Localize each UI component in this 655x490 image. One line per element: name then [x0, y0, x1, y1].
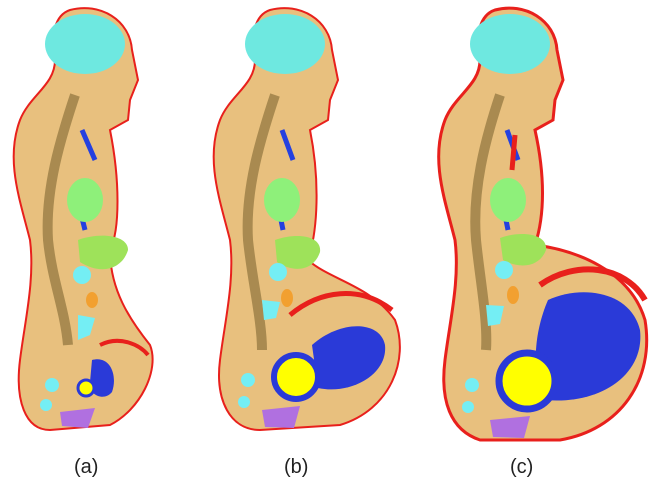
panel-c-pelvis-2 — [462, 401, 474, 413]
panel-c-brain — [470, 14, 550, 74]
panel-b-model — [214, 8, 400, 430]
panel-a-lung — [67, 178, 103, 222]
panel-a-fetal-head — [78, 380, 94, 396]
panel-b-spleen — [281, 289, 293, 307]
panel-c-lung — [490, 178, 526, 222]
panel-a-kidney — [73, 266, 91, 284]
caption-c: (c) — [510, 456, 533, 479]
caption-b: (b) — [284, 456, 308, 479]
panel-c-pelvis — [465, 378, 479, 392]
panel-c-model — [439, 8, 647, 440]
panel-b-kidney — [269, 263, 287, 281]
panel-c-artery — [512, 135, 515, 170]
panel-c-kidney — [495, 261, 513, 279]
panel-c-spleen — [507, 286, 519, 304]
panel-b-pelvis-2 — [238, 396, 250, 408]
caption-a: (a) — [74, 456, 98, 479]
panel-a-pelvis — [45, 378, 59, 392]
panel-a-brain — [45, 14, 125, 74]
panel-c-fetal-head — [499, 353, 555, 409]
panel-b-lung — [264, 178, 300, 222]
panel-a-spleen — [86, 292, 98, 308]
panel-a-model — [14, 8, 153, 430]
panel-a-pelvis-2 — [40, 399, 52, 411]
panel-b-pelvis — [241, 373, 255, 387]
panel-b-brain — [245, 14, 325, 74]
panel-a-liver — [78, 236, 128, 270]
panel-b-fetal-head — [274, 355, 318, 399]
